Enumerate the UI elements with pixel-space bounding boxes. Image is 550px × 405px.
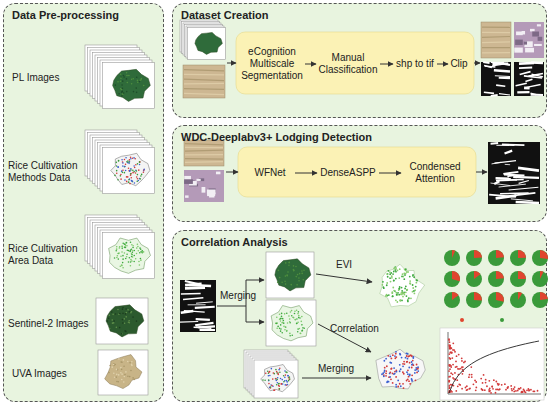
panel-title: WDC-Deeplabv3+ Lodging Detection	[181, 131, 372, 143]
panel-box: Correlation Analysis	[172, 230, 547, 402]
input-label: Rice Cultivation Area Data	[8, 243, 90, 267]
process-step: Manual Classification	[316, 41, 380, 87]
panel-box: Data Pre-processing	[3, 3, 164, 402]
step-label: Condensed Attention	[401, 161, 469, 185]
panel-title: Correlation Analysis	[181, 236, 288, 248]
panel-box: Dataset Creation eCognition Multiscale Se…	[172, 3, 547, 118]
process-step: WFNet	[245, 151, 295, 195]
input-label: Sentinel-2 Images	[8, 318, 98, 330]
process-step: eCognition Multiscale Segmentation	[239, 41, 305, 87]
panel-title: Dataset Creation	[181, 9, 268, 21]
step-label: Manual Classification	[316, 52, 380, 76]
input-label: PL Images	[12, 72, 74, 84]
input-label: UVA Images	[12, 368, 92, 380]
step-label: DenseASPP	[320, 167, 376, 179]
arrow-label: Correlation	[330, 323, 390, 335]
step-label: shp to tif	[396, 58, 434, 70]
step-label: WFNet	[254, 167, 285, 179]
arrow-label: EVI	[336, 259, 366, 271]
arrow-label: Merging	[318, 363, 368, 375]
step-label: eCognition Multiscale Segmentation	[239, 46, 305, 82]
panel-box: WDC-Deeplabv3+ Lodging DetectionWFNet Den…	[172, 125, 547, 222]
step-label: Clip	[450, 58, 467, 70]
process-step: shp to tif	[393, 41, 437, 87]
panel-title: Data Pre-processing	[12, 9, 119, 21]
process-step: DenseASPP	[317, 151, 379, 195]
process-step: Clip	[448, 41, 470, 87]
input-label: Rice Cultivation Methods Data	[8, 160, 90, 184]
process-step: Condensed Attention	[401, 151, 469, 195]
arrow-label: Merging	[220, 290, 265, 302]
